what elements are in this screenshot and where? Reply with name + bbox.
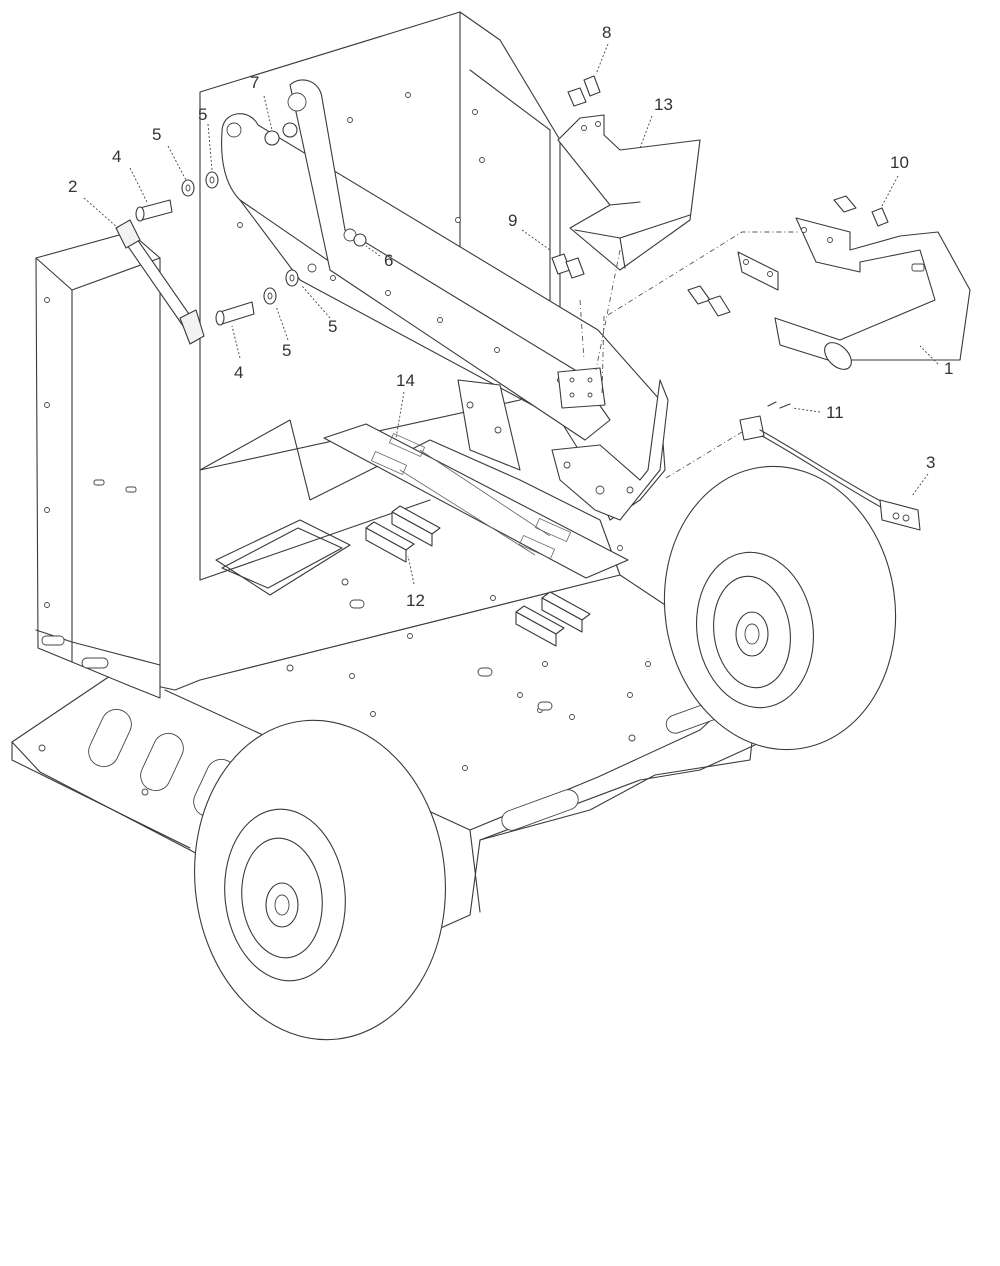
pins-and-washers	[135, 122, 367, 326]
callout-8: 8	[602, 23, 611, 42]
callout-6: 6	[384, 251, 393, 270]
cover-part-13	[557, 114, 701, 271]
callout-5-a: 5	[152, 125, 161, 144]
lift-arm-assembly	[221, 79, 669, 521]
handle-part-1	[737, 217, 971, 370]
callout-7: 7	[250, 73, 259, 92]
callout-labels: 1 2 3 4 4 5 5 5 5 6 7 8 9 10 11 12 13 14	[68, 23, 953, 610]
callout-12: 12	[406, 591, 425, 610]
callout-5-d: 5	[328, 317, 337, 336]
blocks-part-12	[365, 505, 591, 647]
callout-5-c: 5	[282, 341, 291, 360]
callout-4-lower: 4	[234, 363, 243, 382]
callout-14: 14	[396, 371, 415, 390]
callout-9: 9	[508, 211, 517, 230]
callout-4-upper: 4	[112, 147, 121, 166]
leader-lines	[83, 43, 939, 585]
callout-11: 11	[826, 403, 844, 422]
assembly-lines	[579, 231, 800, 479]
callout-1: 1	[944, 359, 953, 378]
bolts	[551, 75, 889, 317]
callout-10: 10	[890, 153, 909, 172]
wire-harness	[739, 401, 921, 531]
callout-2: 2	[68, 177, 77, 196]
callout-13: 13	[654, 95, 673, 114]
front-wheel	[194, 719, 446, 1041]
rear-wheel	[663, 465, 897, 751]
callout-5-b: 5	[198, 105, 207, 124]
pad-part-14	[323, 423, 629, 579]
gas-spring	[115, 219, 205, 345]
callout-3: 3	[926, 453, 935, 472]
